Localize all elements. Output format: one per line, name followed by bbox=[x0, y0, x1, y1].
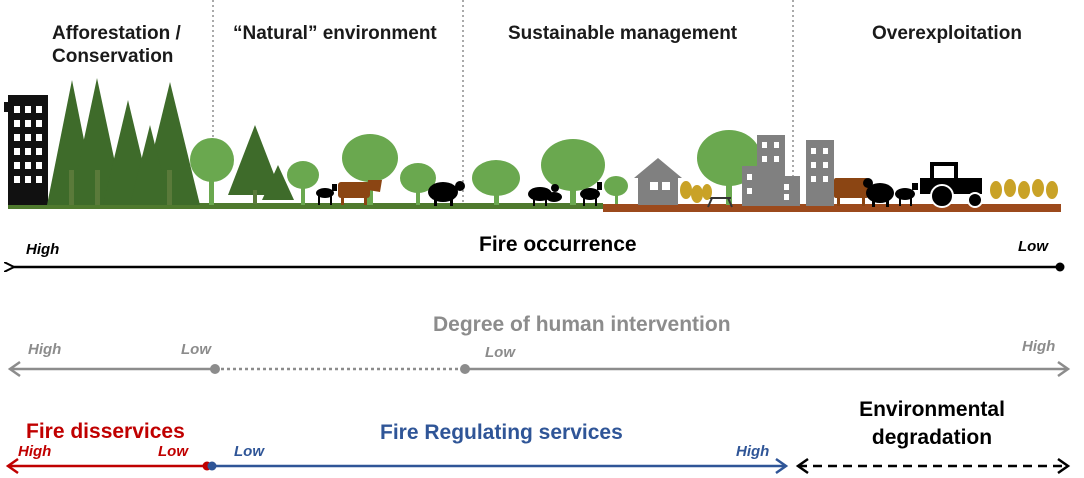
ground bbox=[8, 203, 1061, 212]
tractor-icon bbox=[920, 162, 983, 208]
human-intervention-low-label-2: Low bbox=[485, 344, 515, 361]
goat-icon bbox=[580, 182, 602, 206]
fire-regulating-low-label: Low bbox=[234, 443, 264, 460]
fire-occurrence-low-label: Low bbox=[1018, 238, 1048, 255]
conifer-tree-icons bbox=[47, 78, 294, 205]
services-axis bbox=[5, 457, 1071, 475]
zone-title-afforestation: Afforestation / Conservation bbox=[52, 23, 181, 67]
fire-occurrence-end-dot bbox=[1055, 262, 1065, 272]
goat-icon bbox=[895, 183, 918, 206]
sheep-icon bbox=[863, 178, 894, 207]
cow-icon bbox=[338, 180, 382, 205]
crop-plant-icons bbox=[680, 179, 1058, 203]
cow-icon bbox=[834, 178, 868, 206]
human-intervention-right-arrowhead bbox=[1057, 360, 1071, 378]
degradation-left-arrowhead bbox=[795, 457, 809, 475]
office-building-icon bbox=[4, 95, 48, 205]
human-intervention-title: Degree of human intervention bbox=[433, 313, 731, 336]
environmental-degradation-title: Environmental degradation bbox=[859, 398, 1005, 449]
human-intervention-dot bbox=[460, 364, 470, 374]
zone-title-sustainable: Sustainable management bbox=[508, 23, 738, 44]
degradation-right-arrowhead bbox=[1057, 457, 1071, 475]
human-intervention-high-right-label: High bbox=[1022, 338, 1056, 355]
human-intervention-dot bbox=[210, 364, 220, 374]
grass-strip bbox=[8, 203, 603, 209]
sheep-icon bbox=[528, 184, 562, 206]
zone-title-overexploitation: Overexploitation bbox=[872, 23, 1022, 44]
human-intervention-low-label-1: Low bbox=[181, 341, 211, 358]
city-buildings-icon bbox=[742, 135, 834, 206]
sheep-icon bbox=[428, 181, 465, 206]
fire-disservices-low-label: Low bbox=[158, 443, 188, 460]
fire-occurrence-title: Fire occurrence bbox=[479, 233, 637, 256]
broadleaf-tree-icons bbox=[190, 130, 761, 205]
house-icon bbox=[634, 158, 682, 205]
regulating-arrowhead bbox=[775, 457, 789, 475]
human-intervention-high-left-label: High bbox=[28, 341, 62, 358]
fire-disservices-high-label: High bbox=[18, 443, 52, 460]
livestock-icons bbox=[316, 178, 918, 207]
fire-disservices-title: Fire disservices bbox=[26, 420, 185, 443]
fire-regulating-services-title: Fire Regulating services bbox=[380, 421, 623, 444]
fire-regulating-high-label: High bbox=[736, 443, 770, 460]
zone-title-natural: “Natural” environment bbox=[233, 23, 437, 44]
fire-occurrence-high-label: High bbox=[26, 241, 60, 258]
human-intervention-left-arrowhead bbox=[7, 360, 21, 378]
picnic-table-icon bbox=[707, 197, 733, 208]
soil-strip bbox=[603, 204, 1061, 212]
human-intervention-axis bbox=[7, 360, 1071, 378]
fire-occurrence-axis bbox=[12, 263, 1065, 272]
goat-icon bbox=[316, 184, 337, 205]
disservices-arrowhead bbox=[5, 457, 19, 475]
